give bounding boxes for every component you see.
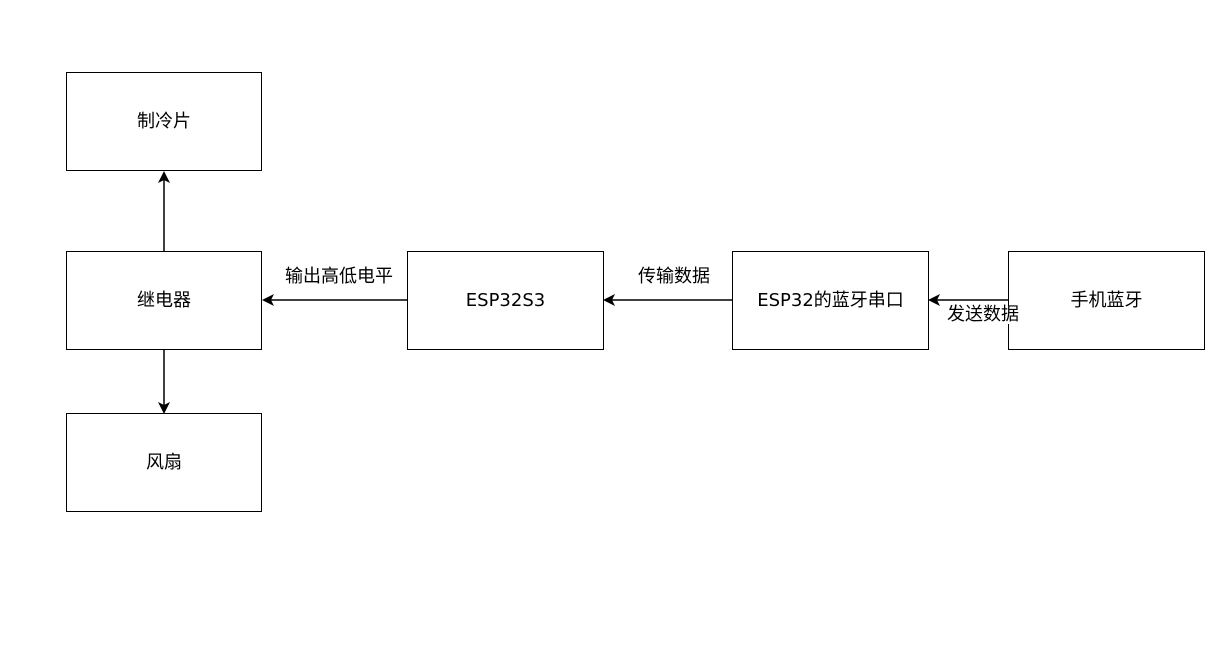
node-phone-bluetooth: 手机蓝牙	[1008, 251, 1205, 350]
node-cooler: 制冷片	[66, 72, 262, 171]
node-esp32-bluetooth-serial-label: ESP32的蓝牙串口	[757, 289, 904, 311]
node-relay: 继电器	[66, 251, 262, 350]
node-esp32-bluetooth-serial: ESP32的蓝牙串口	[732, 251, 929, 350]
edge-label-bt-to-esp32s3: 传输数据	[637, 266, 711, 287]
edge-label-phone-to-bt: 发送数据	[946, 304, 1020, 325]
edge-label-esp32s3-to-relay: 输出高低电平	[284, 266, 394, 287]
node-fan-label: 风扇	[146, 451, 182, 473]
node-cooler-label: 制冷片	[137, 110, 191, 132]
node-esp32s3: ESP32S3	[407, 251, 604, 350]
node-fan: 风扇	[66, 413, 262, 512]
node-esp32s3-label: ESP32S3	[465, 289, 546, 311]
node-phone-bluetooth-label: 手机蓝牙	[1070, 289, 1143, 311]
node-relay-label: 继电器	[137, 289, 191, 311]
